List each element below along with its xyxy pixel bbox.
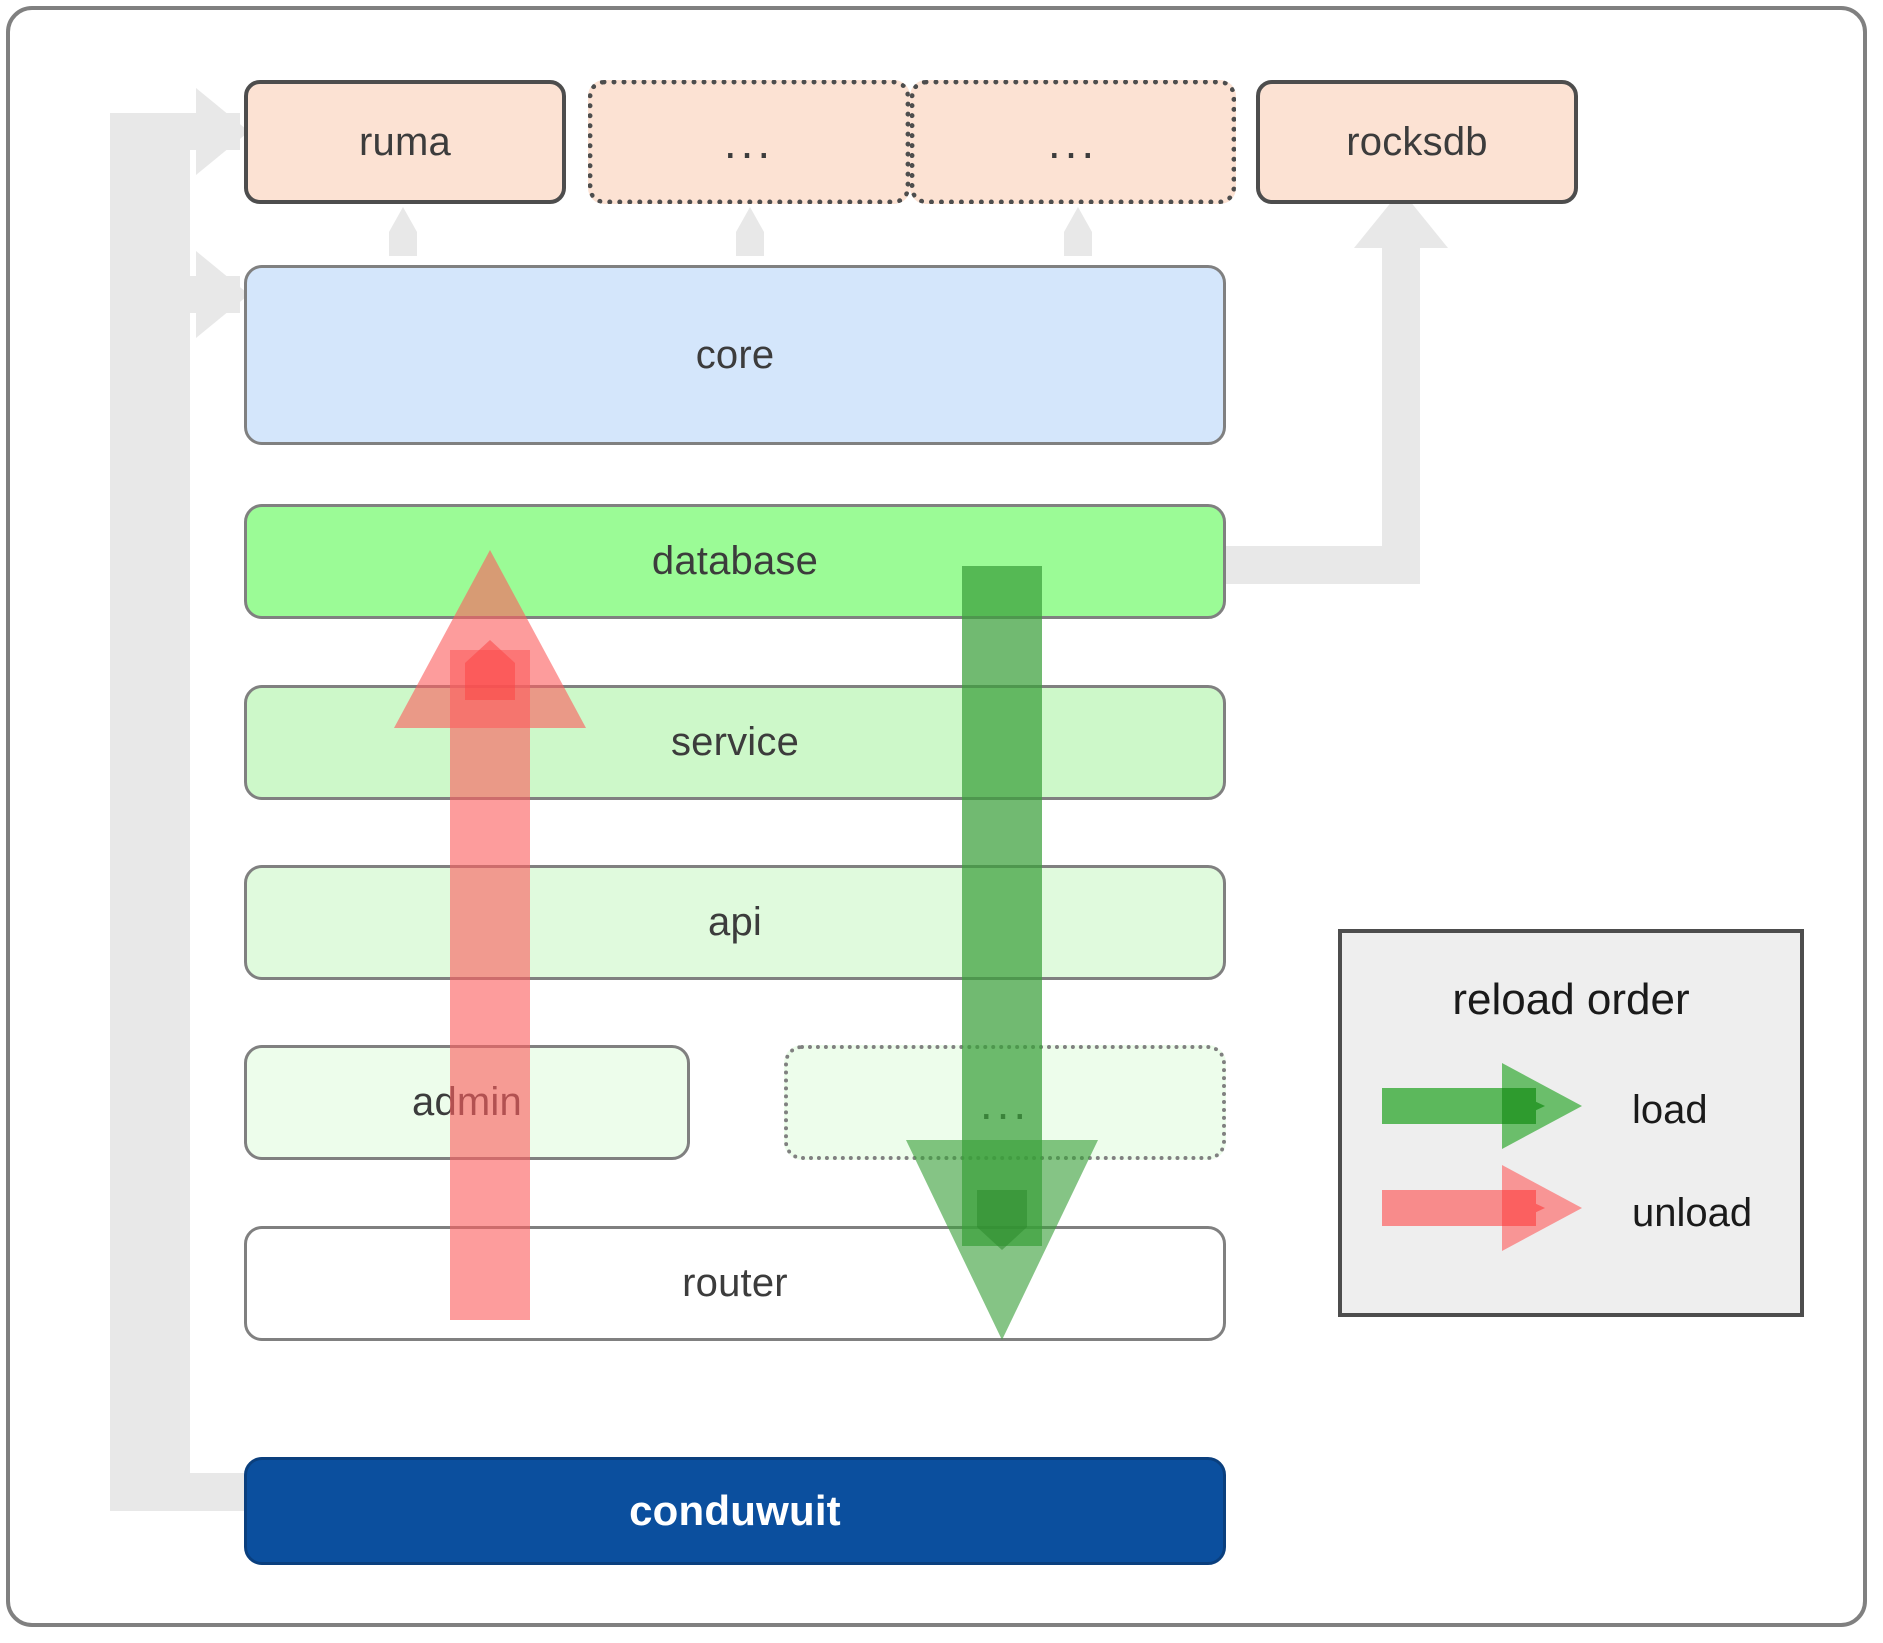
dependency-label: ruma	[359, 119, 451, 164]
layer-box-conduwuit[interactable]: conduwuit	[244, 1457, 1226, 1565]
legend-title: reload order	[1452, 975, 1690, 1024]
layer-label: admin	[412, 1080, 522, 1124]
layer-box-service[interactable]: service	[244, 685, 1226, 800]
layer-box-placeholder[interactable]: ...	[784, 1045, 1226, 1160]
layer-box-core[interactable]: core	[244, 265, 1226, 445]
layer-label: core	[695, 332, 775, 377]
dependency-box-placeholder-2[interactable]: ...	[910, 80, 1236, 204]
diagram-frame	[6, 6, 1867, 1627]
layer-label: router	[682, 1261, 788, 1305]
layer-label: database	[651, 539, 819, 583]
dependency-box-ruma[interactable]: ruma	[244, 80, 566, 204]
legend-load-arrow-icon	[1382, 1063, 1582, 1149]
legend-unload-arrow-icon	[1382, 1165, 1582, 1251]
legend-label-unload: unload	[1632, 1191, 1753, 1235]
layer-box-database[interactable]: database	[244, 504, 1226, 619]
dependency-box-placeholder-1[interactable]: ...	[588, 80, 910, 204]
legend-panel: reload order load unload	[1338, 929, 1804, 1317]
dependency-label: rocksdb	[1346, 119, 1488, 164]
dependency-box-rocksdb[interactable]: rocksdb	[1256, 80, 1578, 204]
layer-label: api	[708, 900, 762, 944]
layer-label: service	[670, 720, 800, 764]
root-label: conduwuit	[629, 1487, 841, 1534]
layer-box-admin[interactable]: admin	[244, 1045, 690, 1160]
layer-box-api[interactable]: api	[244, 865, 1226, 980]
legend-label-load: load	[1632, 1088, 1708, 1132]
layer-box-router[interactable]: router	[244, 1226, 1226, 1341]
